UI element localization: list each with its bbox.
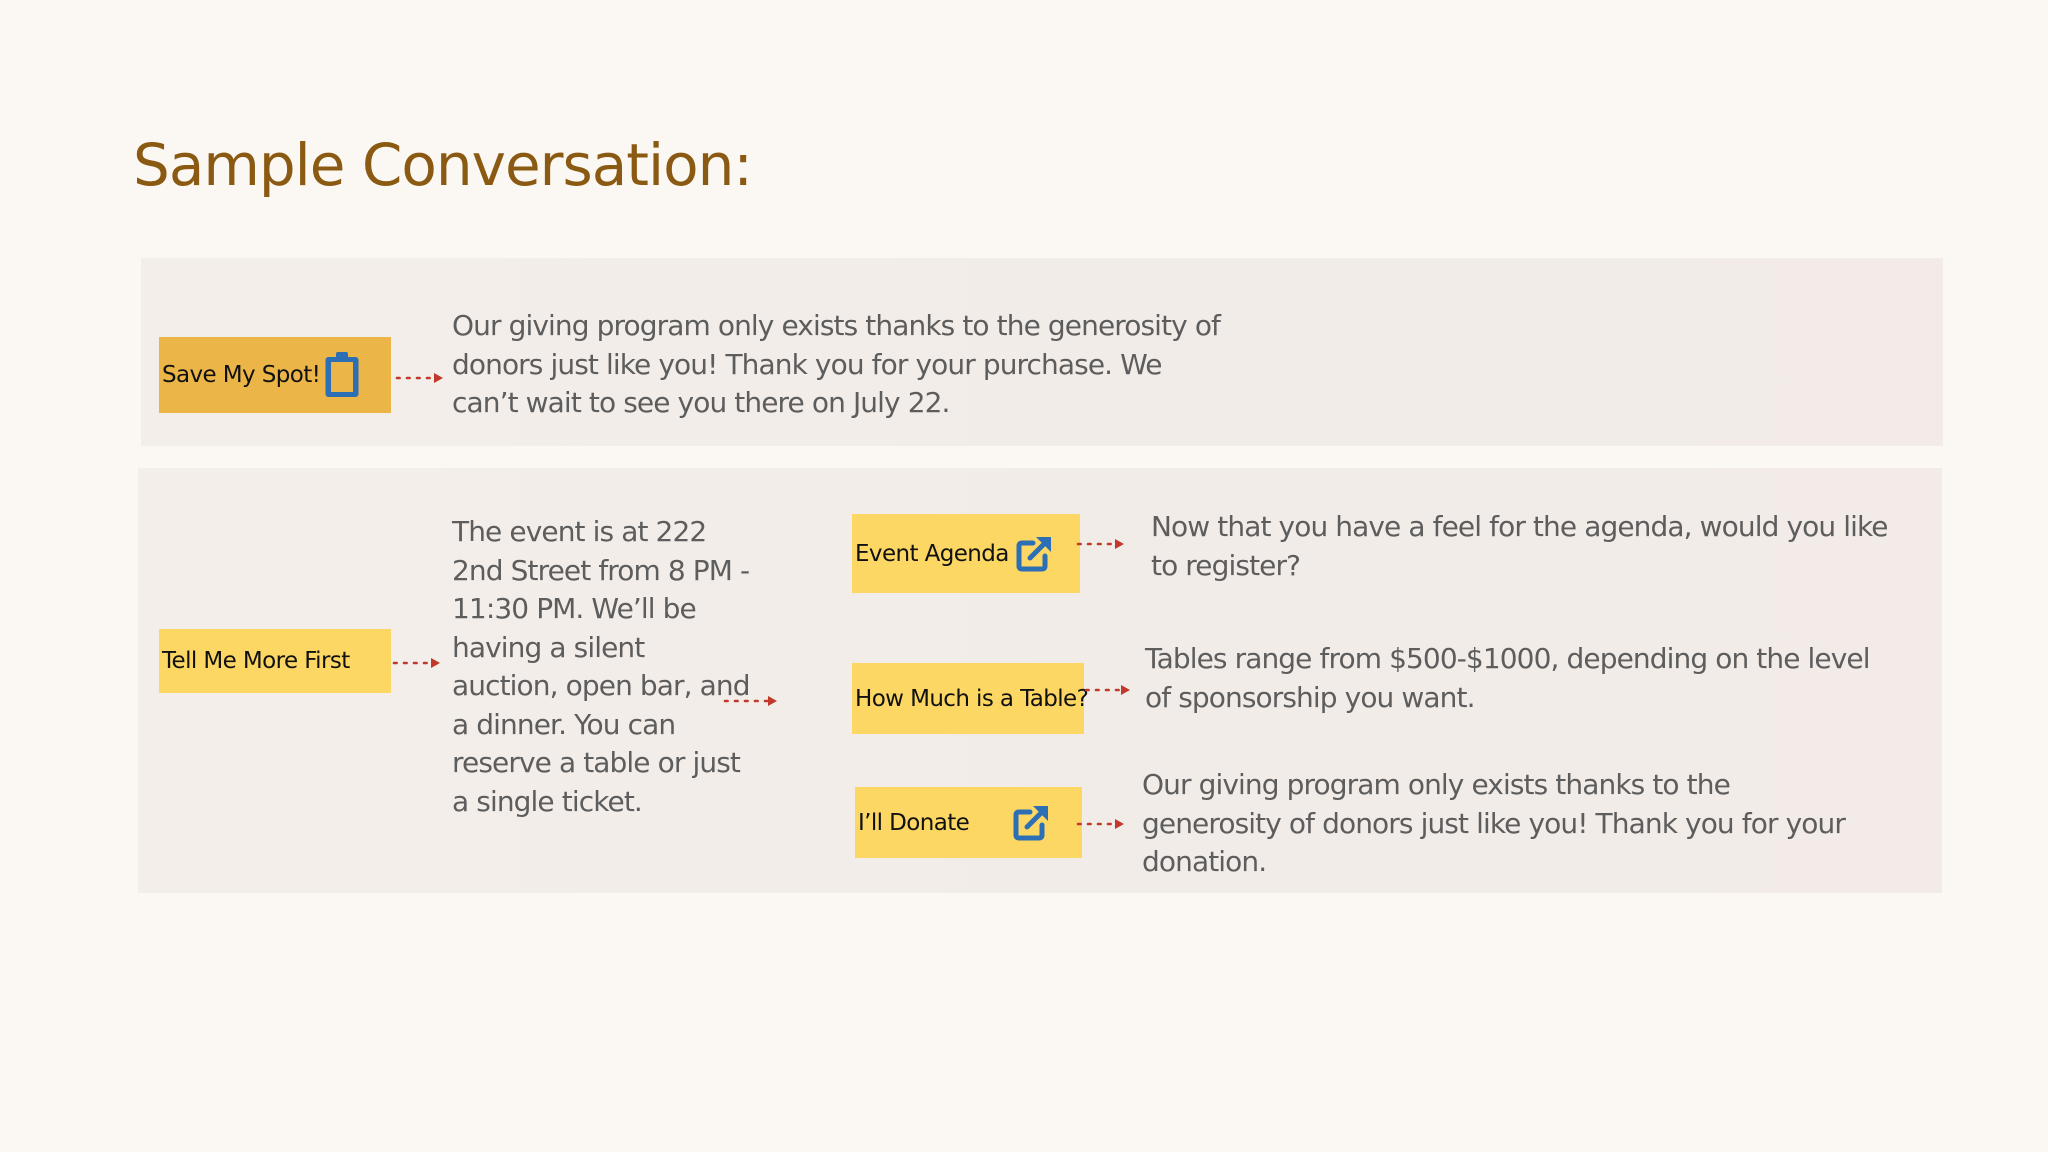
dotted-arrow <box>395 373 443 383</box>
response-save-spot: Our giving program only exists thanks to… <box>452 309 1221 419</box>
event-agenda-button[interactable]: Event Agenda <box>852 514 1080 593</box>
dotted-arrow <box>1076 819 1124 829</box>
tell-me-more-first-button[interactable]: Tell Me More First <box>159 629 391 693</box>
response-tell-more: The event is at 222 2nd Street from 8 PM… <box>452 515 751 818</box>
response-table-price: Tables range from $500-$1000, depending … <box>1145 642 1871 714</box>
event-agenda-label: Event Agenda <box>855 540 1009 567</box>
clipboard-icon <box>325 352 359 397</box>
conversation-panel-save-spot <box>141 258 1943 446</box>
dotted-arrow <box>1076 539 1124 549</box>
dotted-arrow <box>723 696 777 706</box>
dotted-arrow <box>392 658 440 668</box>
dotted-arrow <box>1084 685 1130 695</box>
ill-donate-label: I’ll Donate <box>858 809 970 836</box>
ill-donate-button[interactable]: I’ll Donate <box>855 787 1082 858</box>
tell-me-more-first-label: Tell Me More First <box>162 648 350 674</box>
response-donate: Our giving program only exists thanks to… <box>1142 768 1846 878</box>
response-event-agenda: Now that you have a feel for the agenda,… <box>1151 510 1889 582</box>
save-my-spot-label: Save My Spot! <box>162 362 321 388</box>
page-title: Sample Conversation: <box>133 131 753 199</box>
how-much-table-label: How Much is a Table? <box>855 685 1089 712</box>
save-my-spot-button[interactable]: Save My Spot! <box>159 337 391 413</box>
external-link-icon <box>1013 805 1048 840</box>
how-much-table-button[interactable]: How Much is a Table? <box>852 663 1089 734</box>
external-link-icon <box>1016 536 1051 571</box>
